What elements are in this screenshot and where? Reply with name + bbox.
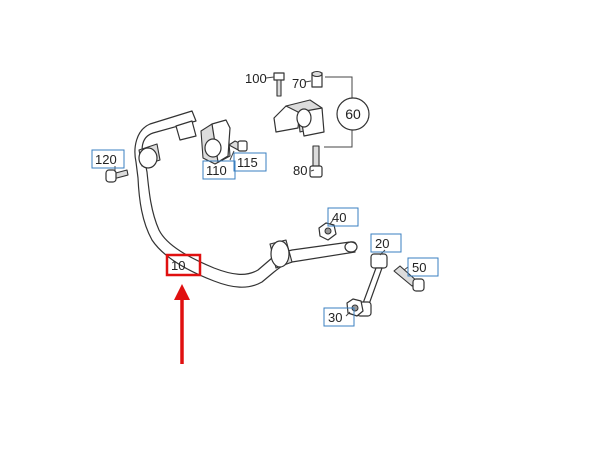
nut-70 (311, 70, 323, 88)
bar-bushing-left (138, 143, 161, 169)
callout-50[interactable]: 50 (407, 257, 439, 277)
callout-10-box (165, 253, 202, 277)
callout-50-label: 50 (412, 260, 426, 275)
callout-10-highlighted[interactable]: 10 (165, 253, 202, 277)
callout-120-box (91, 149, 125, 169)
callout-110[interactable]: 110 (202, 160, 236, 180)
callout-50-box (407, 257, 439, 277)
bolt-120 (105, 169, 129, 183)
callout-115-box (233, 152, 267, 172)
stabilizer-bar (134, 110, 358, 288)
bar-bracket (175, 120, 197, 141)
nut-30 (346, 298, 364, 317)
callout-120[interactable]: 120 (91, 149, 125, 169)
red-arrow-up-icon (174, 284, 190, 364)
callout-70-label: 70 (292, 76, 306, 91)
bar-bushing-right (269, 239, 293, 269)
callout-40-box (327, 207, 359, 227)
callout-70[interactable]: 70 (292, 76, 306, 91)
callout-20[interactable]: 20 (370, 233, 402, 253)
bushing-clamp-110 (200, 119, 231, 165)
callout-120-label: 120 (95, 152, 117, 167)
callout-40[interactable]: 40 (327, 207, 359, 227)
callout-115[interactable]: 115 (233, 152, 267, 172)
callout-20-label: 20 (375, 236, 389, 251)
callout-80[interactable]: 80 (293, 163, 307, 178)
callout-10-label: 10 (171, 258, 185, 273)
bolt-100 (273, 72, 285, 97)
callout-40-label: 40 (332, 210, 346, 225)
callout-80-label: 80 (293, 163, 307, 178)
callout-100-label: 100 (245, 71, 267, 86)
callout-60-label: 60 (345, 106, 361, 122)
callout-30-box (323, 307, 355, 327)
callout-110-label: 110 (206, 163, 227, 178)
callout-30-label: 30 (328, 310, 342, 325)
nut-40 (318, 222, 337, 241)
bolt-80 (309, 145, 323, 178)
callout-20-box (370, 233, 402, 253)
mount-bracket-60 (273, 99, 325, 137)
bolt-50 (393, 265, 425, 292)
callout-60-circle (336, 97, 370, 131)
callout-115-label: 115 (237, 155, 258, 170)
leader-lines (114, 76, 409, 317)
callout-100[interactable]: 100 (245, 71, 267, 86)
callout-60[interactable]: 60 (336, 97, 370, 131)
callout-110-box (202, 160, 236, 180)
bolt-115 (228, 140, 248, 152)
callout-30[interactable]: 30 (323, 307, 355, 327)
